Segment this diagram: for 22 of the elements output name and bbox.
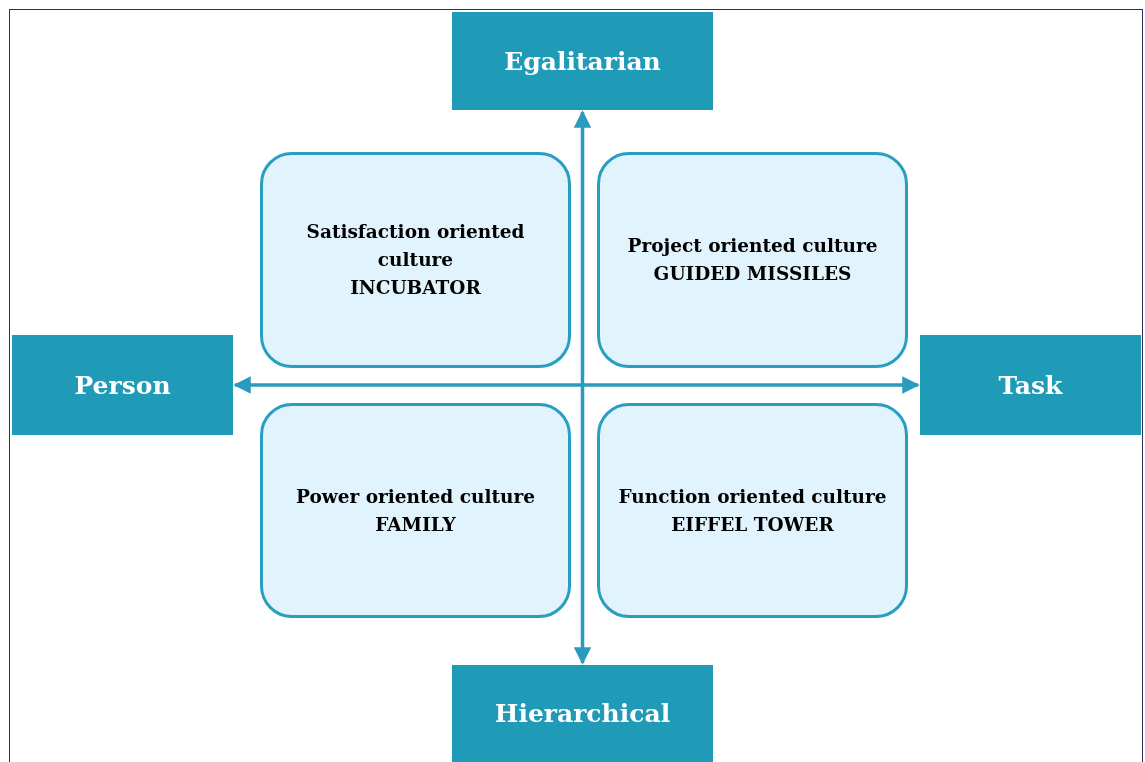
- culture-metaphor: INCUBATOR: [350, 276, 481, 300]
- culture-metaphor: FAMILY: [375, 512, 456, 537]
- culture-metaphor: GUIDED MISSILES: [653, 262, 852, 286]
- axis-label-box: [920, 335, 1141, 435]
- axis-label: Hierarchical: [494, 699, 671, 728]
- culture-type: Project oriented culture: [627, 234, 878, 258]
- axis-arrow: [573, 110, 592, 665]
- quadrant-box: [260, 152, 571, 368]
- axis-label-box: [452, 665, 713, 762]
- quadrant-box: [597, 152, 908, 368]
- axis-label-box: [452, 12, 713, 110]
- culture-type: Satisfaction oriented culture: [305, 220, 526, 272]
- quadrant-box: [597, 403, 908, 618]
- quadrant-box: [260, 403, 571, 618]
- axis-label: Person: [74, 370, 171, 400]
- axis-arrow: [233, 376, 920, 394]
- culture-metaphor: EIFFEL TOWER: [671, 512, 834, 537]
- axis-label: Task: [998, 370, 1063, 400]
- axis-label: Egalitarian: [504, 46, 661, 76]
- culture-type: Power oriented culture: [296, 484, 535, 509]
- culture-type: Function oriented culture: [618, 484, 887, 509]
- axis-label-box: [12, 335, 233, 435]
